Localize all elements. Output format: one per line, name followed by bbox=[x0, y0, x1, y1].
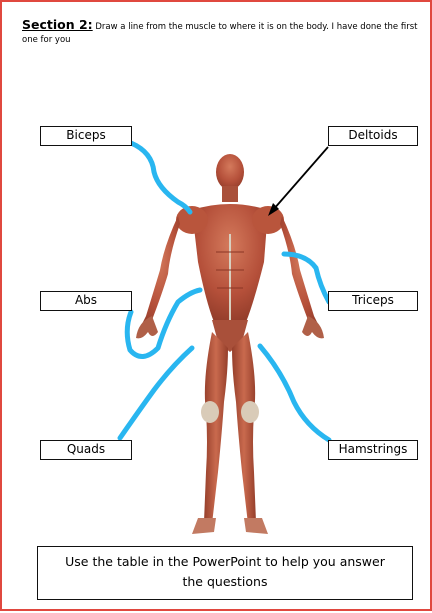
biceps-line bbox=[131, 143, 190, 212]
abs-label: Abs bbox=[40, 291, 132, 311]
human-body bbox=[136, 154, 324, 534]
quads-line bbox=[120, 348, 192, 438]
deltoids-arrow bbox=[268, 147, 328, 216]
triceps-label: Triceps bbox=[328, 291, 418, 311]
quads-label: Quads bbox=[40, 440, 132, 460]
hamstrings-label: Hamstrings bbox=[328, 440, 418, 460]
powerpoint-note: Use the table in the PowerPoint to help … bbox=[37, 546, 413, 600]
abs-line bbox=[127, 290, 200, 357]
deltoids-label: Deltoids bbox=[328, 126, 418, 146]
biceps-label: Biceps bbox=[40, 126, 132, 146]
hamstrings-line bbox=[260, 346, 329, 440]
